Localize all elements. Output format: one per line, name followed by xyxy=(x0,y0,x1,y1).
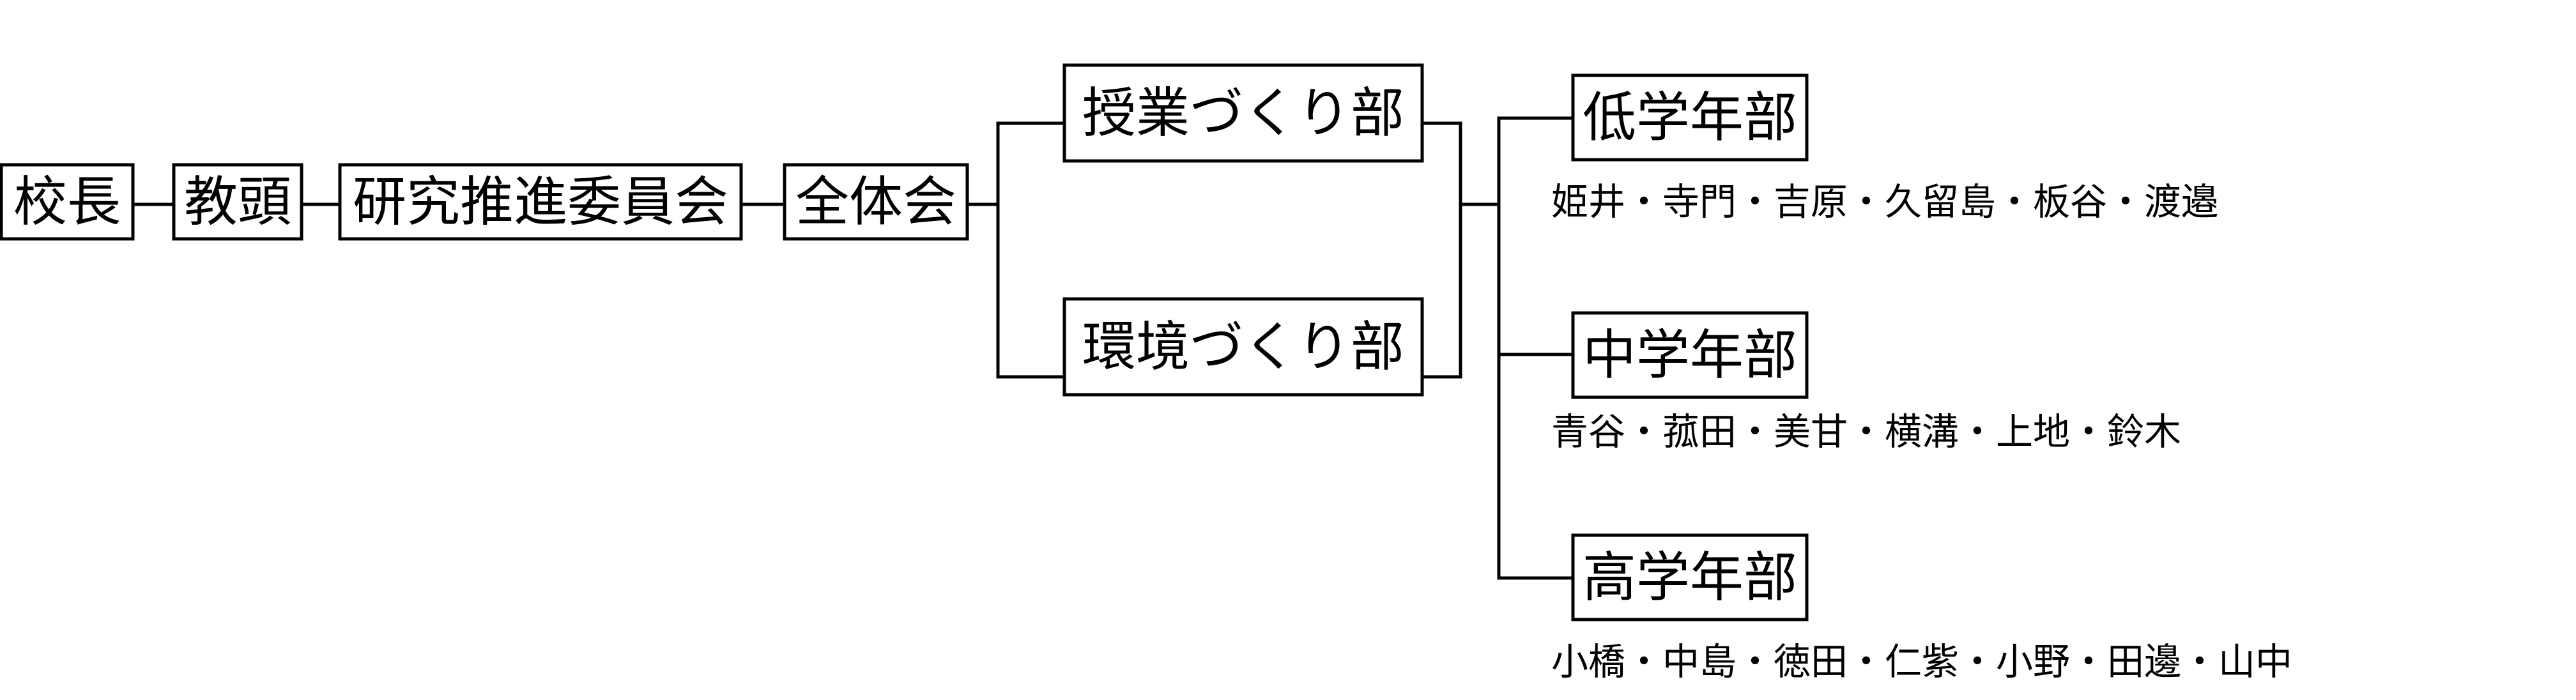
node-middle-grade: 中学年部 xyxy=(1571,311,1809,399)
connectors xyxy=(133,116,1573,580)
node-lesson-dept: 授業づくり部 xyxy=(1062,63,1424,163)
members-lower-grade: 姫井・寺門・吉原・久留島・板谷・渡邉 xyxy=(1551,180,2218,224)
node-lesson-dept-label: 授業づくり部 xyxy=(1082,82,1404,144)
node-plenary-label: 全体会 xyxy=(795,171,956,233)
node-upper-grade: 高学年部 xyxy=(1571,533,1809,621)
node-research-committee: 研究推進委員会 xyxy=(338,163,743,241)
node-plenary: 全体会 xyxy=(783,163,969,241)
node-principal: 校長 xyxy=(0,163,135,241)
node-lower-grade: 低学年部 xyxy=(1571,73,1809,162)
node-environment-dept: 環境づくり部 xyxy=(1062,297,1424,397)
node-upper-grade-label: 高学年部 xyxy=(1583,546,1797,609)
node-principal-label: 校長 xyxy=(13,171,121,233)
members-upper-grade: 小橋・中島・徳田・仁紫・小野・田邊・山中 xyxy=(1551,640,2292,683)
node-middle-grade-label: 中学年部 xyxy=(1583,324,1797,386)
connector-dept-bracket xyxy=(1422,121,1462,379)
node-vice-principal-label: 教頭 xyxy=(184,171,291,233)
connector-plenary-branch xyxy=(996,121,1064,379)
connector-grade-branch xyxy=(1497,116,1573,580)
node-vice-principal: 教頭 xyxy=(172,163,303,241)
node-research-committee-label: 研究推進委員会 xyxy=(353,171,728,233)
members-middle-grade: 青谷・菰田・美甘・横溝・上地・鈴木 xyxy=(1551,410,2181,453)
node-lower-grade-label: 低学年部 xyxy=(1583,86,1797,149)
node-environment-dept-label: 環境づくり部 xyxy=(1082,316,1404,378)
